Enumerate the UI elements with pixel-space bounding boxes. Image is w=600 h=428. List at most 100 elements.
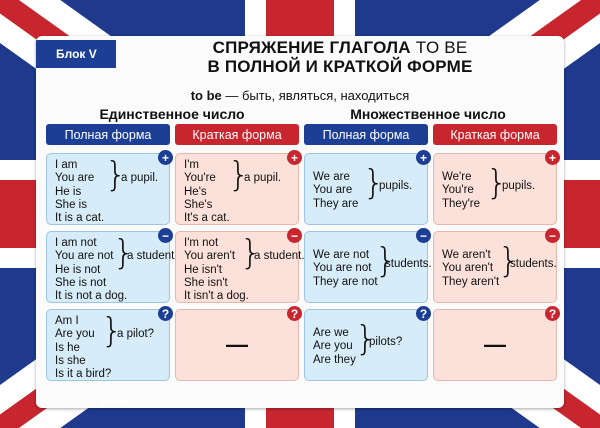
line: They are <box>313 197 359 210</box>
question-icon: ? <box>158 306 173 321</box>
line: It is a cat. <box>55 212 105 225</box>
grammar-poster: Блок V СПРЯЖЕНИЕ ГЛАГОЛА TO BE В ПОЛНОЙ … <box>36 36 564 408</box>
complement: students. <box>385 258 432 270</box>
poster-title: СПРЯЖЕНИЕ ГЛАГОЛА TO BE В ПОЛНОЙ И КРАТК… <box>120 38 560 76</box>
line: You aren't <box>442 262 494 275</box>
publisher-logo: ДРОФА <box>102 398 132 407</box>
plus-icon: + <box>545 150 560 165</box>
block-label: Блок V <box>36 40 116 68</box>
brace-icon: } <box>363 163 385 203</box>
line: I'm <box>184 159 199 171</box>
cell-neg-sg-short: − I'm not You aren't He isn't She isn't … <box>175 228 305 303</box>
line: Is he <box>55 341 80 354</box>
line: He is <box>55 185 82 198</box>
line: She is not <box>55 276 107 289</box>
complement: pupils. <box>502 180 536 192</box>
line: We are <box>313 171 350 183</box>
cell-q-sg-short: ? — <box>175 306 302 381</box>
brace-icon: } <box>228 155 250 195</box>
line: You are not <box>313 262 372 275</box>
line: It is not a dog. <box>55 290 128 303</box>
sg-full-header: Полная форма <box>46 124 170 145</box>
line: We aren't <box>442 249 491 261</box>
line: Are you <box>313 340 353 353</box>
minus-icon: − <box>416 228 431 243</box>
line: She's <box>184 198 213 211</box>
line: She is <box>55 198 87 211</box>
line: She isn't <box>184 276 228 289</box>
brace-icon: } <box>355 319 377 359</box>
line: Are they <box>313 353 356 366</box>
complement: a student. <box>254 250 305 262</box>
cell-aff-sg-short: + I'm You're He's She's It's a cat. } a … <box>175 150 302 225</box>
no-short-form: — <box>484 332 506 357</box>
minus-icon: − <box>287 228 302 243</box>
plus-icon: + <box>158 150 173 165</box>
line: Are you <box>55 328 95 341</box>
line: Are we <box>313 327 349 339</box>
subtitle-verb: to be <box>190 88 222 103</box>
line: I am <box>55 159 78 171</box>
question-icon: ? <box>287 306 302 321</box>
line: I am not <box>55 237 97 249</box>
line: They are not <box>313 275 378 288</box>
brace-icon: } <box>113 233 135 273</box>
line: You aren't <box>184 250 236 263</box>
line: I'm not <box>184 237 219 249</box>
no-short-form: — <box>226 332 248 357</box>
cell-neg-pl-full: − We are not You are not They are not } … <box>304 228 432 303</box>
line: Is she <box>55 354 86 367</box>
cell-aff-sg-full: + I am You are He is She is It is a cat.… <box>46 150 173 225</box>
complement: pupils. <box>379 180 413 192</box>
title-normal: TO BE <box>415 38 468 57</box>
complement: a pilot? <box>117 328 155 340</box>
subtitle-translation: — быть, являться, находиться <box>221 88 410 103</box>
cell-aff-pl-full: + We are You are They are } pupils. <box>304 150 431 225</box>
question-icon: ? <box>416 306 431 321</box>
line: It's a cat. <box>184 212 230 225</box>
pl-full-header: Полная форма <box>304 124 428 145</box>
complement: a student. <box>127 250 178 262</box>
cell-neg-pl-short: − We aren't You aren't They aren't } stu… <box>433 228 560 303</box>
plural-heading: Множественное число <box>350 106 506 122</box>
minus-icon: − <box>545 228 560 243</box>
pl-short-header: Краткая форма <box>433 124 557 145</box>
brace-icon: } <box>240 233 262 273</box>
complement: students. <box>510 258 557 270</box>
subtitle: to be — быть, являться, находиться <box>36 88 564 103</box>
singular-heading: Единственное число <box>99 106 245 122</box>
title-line2: В ПОЛНОЙ И КРАТКОЙ ФОРМЕ <box>207 57 473 76</box>
line: You're <box>184 172 216 185</box>
brace-icon: } <box>375 241 397 281</box>
brace-icon: } <box>486 163 508 203</box>
line: You're <box>442 184 474 197</box>
line: We're <box>442 171 472 183</box>
cell-q-pl-full: ? Are we Are you Are they } pilots? <box>304 306 431 381</box>
line: You are <box>55 172 95 185</box>
cell-neg-sg-full: − I am not You are not He is not She is … <box>46 228 178 303</box>
question-icon: ? <box>545 306 560 321</box>
line: They're <box>442 197 480 210</box>
line: We are not <box>313 249 370 261</box>
line: You are not <box>55 250 114 263</box>
plus-icon: + <box>416 150 431 165</box>
brace-icon: } <box>105 155 127 195</box>
line: It isn't a dog. <box>184 290 249 303</box>
cell-q-sg-full: ? Am I Are you Is he Is she Is it a bird… <box>46 306 173 381</box>
cell-aff-pl-short: + We're You're They're } pupils. <box>433 150 560 225</box>
line: He isn't <box>184 263 222 276</box>
line: He is not <box>55 263 101 276</box>
complement: a pupil. <box>121 172 159 184</box>
complement: pilots? <box>369 336 403 348</box>
minus-icon: − <box>158 228 173 243</box>
complement: a pupil. <box>244 172 282 184</box>
title-bold: СПРЯЖЕНИЕ ГЛАГОЛА <box>212 38 411 57</box>
sg-short-header: Краткая форма <box>175 124 299 145</box>
plus-icon: + <box>287 150 302 165</box>
brace-icon: } <box>101 311 123 351</box>
brace-icon: } <box>498 241 520 281</box>
cell-q-pl-short: ? — <box>433 306 560 381</box>
line: Am I <box>55 315 79 327</box>
line: Is it a bird? <box>55 368 112 381</box>
line: They aren't <box>442 275 500 288</box>
